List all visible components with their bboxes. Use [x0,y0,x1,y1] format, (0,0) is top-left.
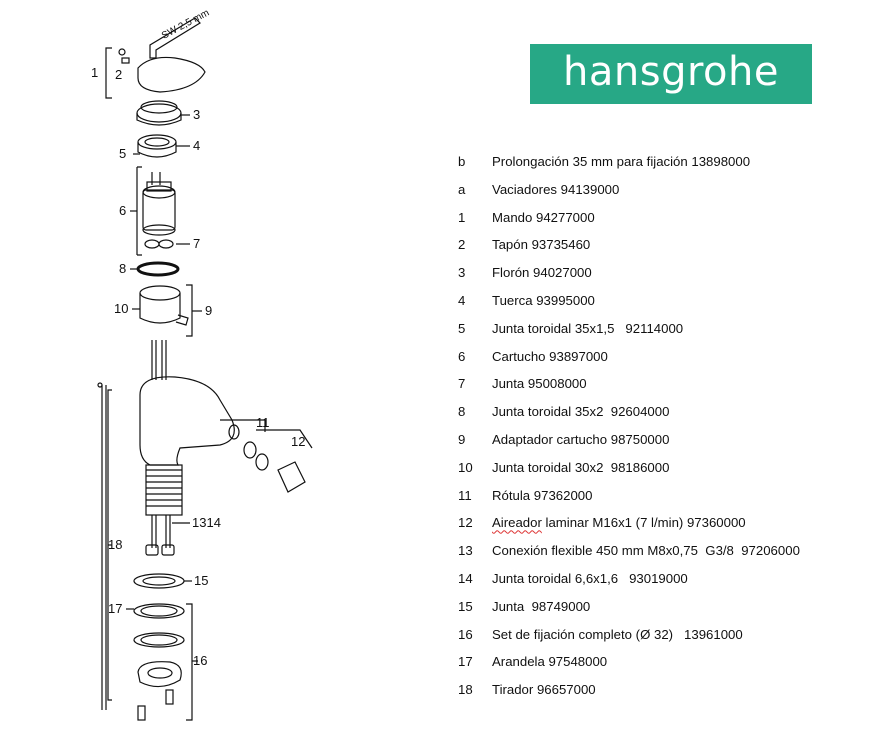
part-row: 11 Rótula 97362000 [458,487,800,515]
part-description: Vaciadores 94139000 [492,181,620,197]
part-description: Florón 94027000 [492,265,592,281]
part-description: Rótula 97362000 [492,487,593,503]
gasket-7 [144,239,190,249]
part-description: Tuerca 93995000 [492,292,595,308]
part-description: Junta 98749000 [492,598,591,614]
part-key: 12 [458,515,473,531]
part-key: 6 [458,348,466,364]
part-row: 12 Aireador laminar M16x1 (7 l/min) 97360… [458,514,800,542]
part-key: 3 [458,265,466,281]
hansgrohe-logo: hansgrohe [530,44,812,104]
part-description: laminar M16x1 (7 l/min) 97360000 [541,515,746,531]
spellcheck-flagged-word: Aireador [492,515,542,531]
callout-12: 12 [291,434,306,449]
callout-18: 18 [108,537,123,552]
part-description: Cartucho 93897000 [492,348,608,364]
callout-6: 6 [119,203,127,218]
logo-text: hansgrohe [563,49,779,95]
part-key: 5 [458,320,466,336]
part-description: Junta toroidal 35x1,5 92114000 [492,320,684,336]
callout-8: 8 [119,261,127,276]
callout-9: 9 [205,303,213,318]
part-row: 4 Tuerca 93995000 [458,292,800,320]
part-description: Junta toroidal 6,6x1,6 93019000 [492,570,688,586]
part-key: b [458,154,466,169]
part-key: 7 [458,376,466,392]
part-row: 1 Mando 94277000 [458,209,800,237]
part-row: 18 Tirador 96657000 [458,681,800,709]
fixing-set-16-17 [126,603,198,721]
part-row: 6 Cartucho 93897000 [458,348,800,376]
bracket-1 [105,47,112,99]
callout-5: 5 [119,146,127,161]
set-screw [118,48,130,64]
part-key: 1 [458,209,466,225]
part-description: Junta toroidal 35x2 92604000 [492,404,670,420]
part-key: 9 [458,431,466,447]
part-description: Junta toroidal 30x2 98186000 [492,459,670,475]
part-row: 10 Junta toroidal 30x2 98186000 [458,459,800,487]
part-row: 8 Junta toroidal 35x2 92604000 [458,403,800,431]
part-key: 10 [458,459,473,475]
lever-handle [137,56,206,93]
part-row: 13 Conexión flexible 450 mm M8x0,75 G3/8 … [458,542,800,570]
part-row: 17 Arandela 97548000 [458,653,800,681]
part-row: a Vaciadores 94139000 [458,181,800,209]
part-row: 15 Junta 98749000 [458,598,800,626]
gasket-15 [133,573,192,589]
part-key: 11 [458,487,472,503]
part-description: Tapón 93735460 [492,237,591,253]
callout-1314: 1314 [192,515,221,530]
part-row: 9 Adaptador cartucho 98750000 [458,431,800,459]
callout-4: 4 [193,138,201,153]
callout-16: 16 [193,653,208,668]
callout-3: 3 [193,107,201,122]
part-row: 2 Tapón 93735460 [458,236,800,264]
cartridge-6 [130,166,176,256]
exploded-parts-diagram [97,17,313,721]
part-key: 14 [458,570,473,586]
part-key: 16 [458,626,473,642]
callout-7: 7 [193,236,201,251]
part-key: 2 [458,237,466,253]
part-row: 16 Set de fijación completo (Ø 32) 139610… [458,626,800,654]
part-key: 13 [458,543,473,559]
swivel-aerator-11-12 [220,419,313,493]
callout-1: 1 [91,65,99,80]
part-key: 17 [458,654,473,670]
part-key: 18 [458,682,473,698]
nut-4 [133,134,190,158]
parts-list: b Prolongación 35 mm para fijación 138980… [458,153,800,709]
adapter-9-10 [132,284,202,337]
part-description: Adaptador cartucho 98750000 [492,431,670,447]
pull-rod-18 [97,382,112,710]
part-description: Tirador 96657000 [492,682,596,698]
callout-10: 10 [114,301,129,316]
part-description: Set de fijación completo (Ø 32) 13961000 [492,626,743,642]
part-description: Prolongación 35 mm para fijación 1389800… [492,154,751,169]
part-row: 14 Junta toroidal 6,6x1,6 93019000 [458,570,800,598]
part-description: Junta 95008000 [492,376,587,392]
faucet-body [139,340,235,556]
part-row: 3 Florón 94027000 [458,264,800,292]
part-row: 5 Junta toroidal 35x1,5 92114000 [458,320,800,348]
part-key: 15 [458,598,473,614]
callout-11: 11 [256,415,270,430]
callout-15: 15 [194,573,209,588]
part-description: Mando 94277000 [492,209,595,225]
part-key: 8 [458,404,466,420]
part-description: Arandela 97548000 [492,654,608,670]
part-description: Conexión flexible 450 mm M8x0,75 G3/8 97… [492,543,800,559]
callout-2: 2 [115,67,123,82]
callout-17: 17 [108,601,123,616]
part-row: b Prolongación 35 mm para fijación 138980… [458,153,800,181]
part-key: 4 [458,292,466,308]
o-ring-8 [130,261,180,277]
part-row: 7 Junta 95008000 [458,375,800,403]
escutcheon-3 [136,100,190,126]
part-key: a [458,181,466,197]
